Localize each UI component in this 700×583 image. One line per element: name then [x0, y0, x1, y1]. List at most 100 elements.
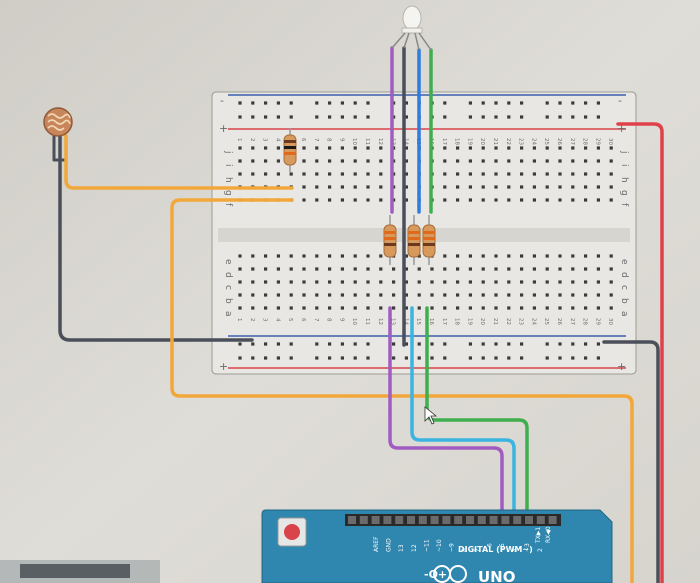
row-letter-left: f [223, 203, 233, 207]
breadboard-hole [494, 172, 498, 176]
breadboard-hole [481, 159, 485, 163]
breadboard-hole [276, 172, 280, 176]
breadboard-hole [430, 356, 434, 360]
breadboard-hole [545, 185, 549, 189]
breadboard-hole [571, 356, 575, 360]
arduino-digital-label: DIGITAL (PWM~) [458, 545, 533, 554]
breadboard-hole [456, 280, 460, 284]
breadboard-hole [571, 159, 575, 163]
column-number-bottom: 1 [236, 318, 242, 322]
breadboard-hole [507, 356, 511, 360]
breadboard-hole [366, 185, 370, 189]
wire-orange-analog [170, 198, 634, 583]
breadboard-hole [481, 306, 485, 310]
breadboard-hole [520, 293, 524, 297]
arduino-header-pin [371, 516, 380, 524]
rgb-led-dome [402, 5, 422, 31]
arduino-pin-label: GND [386, 538, 393, 552]
breadboard-hole [468, 342, 472, 346]
breadboard-hole [353, 185, 357, 189]
breadboard-hole [328, 185, 332, 189]
breadboard-hole [456, 198, 460, 202]
breadboard-hole [340, 280, 344, 284]
breadboard-hole [315, 172, 319, 176]
breadboard-hole [328, 146, 332, 150]
row-letter-left: b [223, 298, 233, 304]
breadboard-hole [366, 267, 370, 271]
breadboard-hole [379, 306, 383, 310]
breadboard-hole [353, 172, 357, 176]
breadboard-hole [571, 115, 575, 119]
breadboard-hole [302, 146, 306, 150]
breadboard-hole [328, 280, 332, 284]
breadboard-hole [609, 146, 613, 150]
breadboard-hole [328, 293, 332, 297]
breadboard-hole [276, 159, 280, 163]
breadboard-hole [481, 293, 485, 297]
arduino-header-pin [395, 516, 404, 524]
breadboard-hole [430, 306, 434, 310]
wire-red-5v [616, 122, 664, 583]
breadboard-hole [353, 146, 357, 150]
column-number-top: 22 [505, 138, 511, 145]
breadboard-hole [571, 293, 575, 297]
breadboard-hole [443, 342, 447, 346]
breadboard-hole [443, 280, 447, 284]
arduino-header-pin [477, 516, 486, 524]
breadboard-hole [545, 356, 549, 360]
arduino-header-pin [548, 516, 557, 524]
breadboard-hole [366, 146, 370, 150]
row-letter-left: a [223, 311, 233, 317]
breadboard-hole [558, 293, 562, 297]
breadboard-hole [379, 172, 383, 176]
breadboard-holes [238, 101, 613, 360]
column-number-top: 9 [338, 138, 344, 142]
column-number-bottom: 2 [249, 318, 255, 322]
breadboard-hole [443, 172, 447, 176]
breadboard-hole [289, 115, 293, 119]
breadboard-hole [276, 342, 280, 346]
column-number-top: 1 [236, 138, 242, 142]
breadboard-hole [520, 198, 524, 202]
column-number-bottom: 27 [569, 318, 575, 325]
arduino-header-pin [536, 516, 545, 524]
column-number-bottom: 10 [351, 318, 357, 325]
breadboard-hole [532, 293, 536, 297]
breadboard-hole [609, 293, 613, 297]
breadboard-hole [443, 254, 447, 258]
breadboard-hole [404, 254, 408, 258]
breadboard-hole [366, 115, 370, 119]
arduino-tx-label: TX▶1 [535, 527, 542, 544]
breadboard-hole [596, 280, 600, 284]
breadboard-hole [494, 280, 498, 284]
breadboard-hole [392, 306, 396, 310]
breadboard-hole [238, 356, 242, 360]
column-number-top: 6 [300, 138, 306, 142]
top-rail-minus-symbol-right: - [618, 94, 622, 107]
arduino-pin-label: ~11 [423, 539, 430, 552]
wire-gray-gnd [602, 340, 660, 583]
column-number-bottom: 11 [364, 318, 370, 325]
column-number-bottom: 23 [518, 318, 524, 325]
breadboard-hole [289, 101, 293, 105]
breadboard-hole [340, 306, 344, 310]
breadboard-hole [328, 254, 332, 258]
breadboard-hole [507, 101, 511, 105]
breadboard-hole [558, 146, 562, 150]
breadboard-hole [430, 342, 434, 346]
breadboard-hole [481, 185, 485, 189]
breadboard-hole [366, 172, 370, 176]
breadboard-hole [558, 267, 562, 271]
breadboard-hole [596, 146, 600, 150]
breadboard-hole [417, 356, 421, 360]
breadboard-hole [545, 342, 549, 346]
breadboard-hole [366, 356, 370, 360]
column-number-top: 8 [326, 138, 332, 142]
arduino-pin-label: 7 [474, 548, 481, 552]
breadboard-hole [404, 280, 408, 284]
breadboard-hole [366, 254, 370, 258]
breadboard-hole [532, 159, 536, 163]
column-number-top: 25 [543, 138, 549, 145]
breadboard-hole [302, 280, 306, 284]
